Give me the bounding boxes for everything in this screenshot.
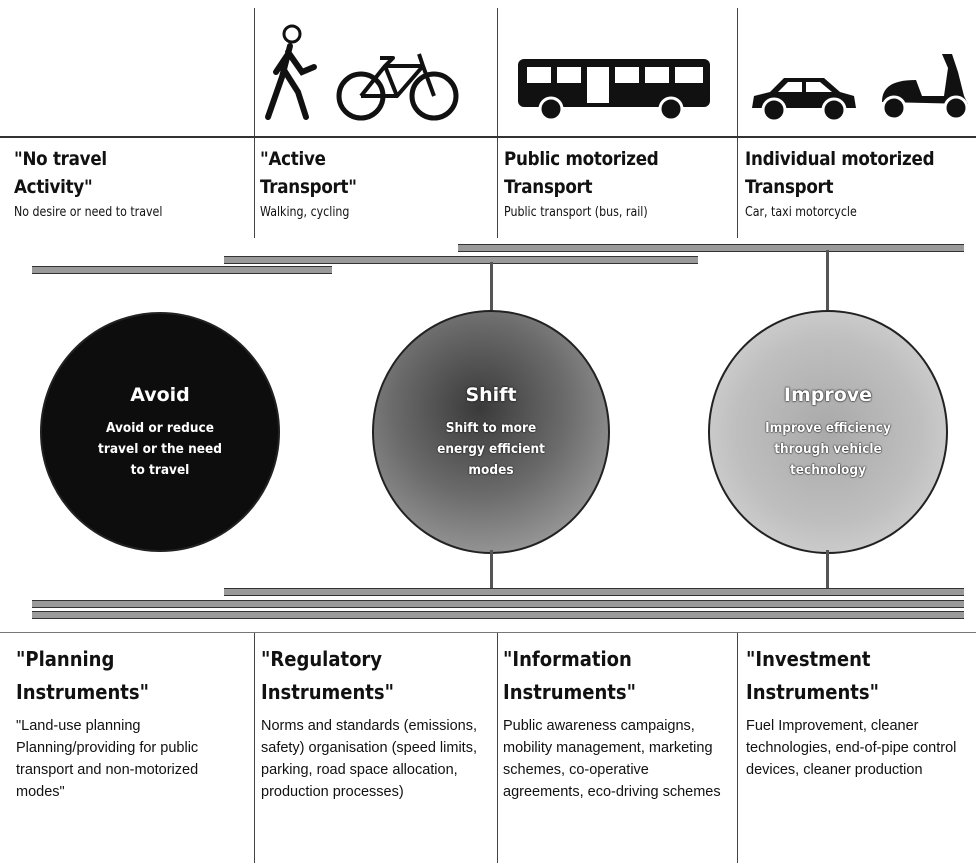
instrument-planning: "Planning Instruments" "Land-use plannin… [16,643,248,803]
instrument-investment: "Investment Instruments" Fuel Improvemen… [746,643,968,781]
bar-lower-2 [32,600,964,608]
column-active-transport: "Active Transport" Walking, cycling [260,145,490,223]
connector-improve-top [826,250,829,312]
circle-title: Shift [465,383,517,406]
instrument-title-line2: Instruments" [503,680,637,704]
bottom-divider-3 [737,633,738,863]
instrument-information: "Information Instruments" Public awarene… [503,643,733,803]
circle-improve: Improve Improve efficiency through vehic… [708,310,948,554]
bar-lower-3 [32,611,964,619]
bar-improve-top [458,244,964,252]
instrument-title-line1: "Planning [16,647,115,671]
circle-title: Avoid [130,383,190,406]
connector-shift-bottom [490,550,493,592]
circle-avoid: Avoid Avoid or reduce travel or the need… [40,312,280,552]
scooter-icon [881,54,969,121]
column-title-line2: Transport [504,176,593,198]
bottom-horizontal-rule [0,632,976,633]
top-horizontal-rule [0,136,976,138]
circle-title: Improve [783,383,873,406]
column-no-travel: "No travel Activity" No desire or need t… [14,145,244,223]
bottom-divider-1 [254,633,255,863]
column-title-line1: Individual motorized [745,148,935,170]
column-individual-motorized: Individual motorized Transport Car, taxi… [745,145,975,223]
bar-shift-top [224,256,698,264]
column-title-line1: "Active [260,148,326,170]
column-title-line1: Public motorized [504,148,659,170]
top-divider-2 [497,8,498,238]
circle-text: Shift to more energy efficient modes [437,419,545,478]
bar-lower-1 [224,588,964,596]
instrument-title-line1: "Regulatory [261,647,383,671]
instrument-title-line1: "Investment [746,647,871,671]
instrument-text: Norms and standards (emissions, safety) … [261,718,477,800]
instrument-title-line1: "Information [503,647,632,671]
connector-improve-bottom [826,550,829,592]
column-title-line2: Transport [745,176,834,198]
top-divider-3 [737,8,738,238]
bus-icon [518,59,710,122]
bar-avoid-top [32,266,332,274]
column-public-motorized: Public motorized Transport Public transp… [504,145,734,223]
column-subtitle: No desire or need to travel [14,205,163,220]
car-icon [752,78,856,123]
instrument-title-line2: Instruments" [746,680,880,704]
top-divider-1 [254,8,255,238]
column-title-line2: Transport" [260,176,357,198]
column-subtitle: Car, taxi motorcycle [745,205,857,220]
bicycle-icon [336,53,459,121]
instrument-title-line2: Instruments" [16,680,150,704]
circle-text: Improve efficiency through vehicle techn… [765,419,891,478]
circle-text: Avoid or reduce travel or the need to tr… [98,419,222,478]
bottom-divider-2 [497,633,498,863]
instrument-text: Public awareness campaigns, mobility man… [503,718,721,800]
column-title-line1: "No travel [14,148,107,170]
column-subtitle: Public transport (bus, rail) [504,205,648,220]
connector-shift-top [490,262,493,312]
circle-shift: Shift Shift to more energy efficient mod… [372,310,610,554]
column-title-line2: Activity" [14,176,93,198]
column-subtitle: Walking, cycling [260,205,350,220]
instrument-text: "Land-use planning Planning/providing fo… [16,718,199,800]
instrument-regulatory: "Regulatory Instruments" Norms and stand… [261,643,493,803]
pedestrian-icon [265,24,317,120]
instrument-text: Fuel Improvement, cleaner technologies, … [746,718,957,778]
instrument-title-line2: Instruments" [261,680,395,704]
